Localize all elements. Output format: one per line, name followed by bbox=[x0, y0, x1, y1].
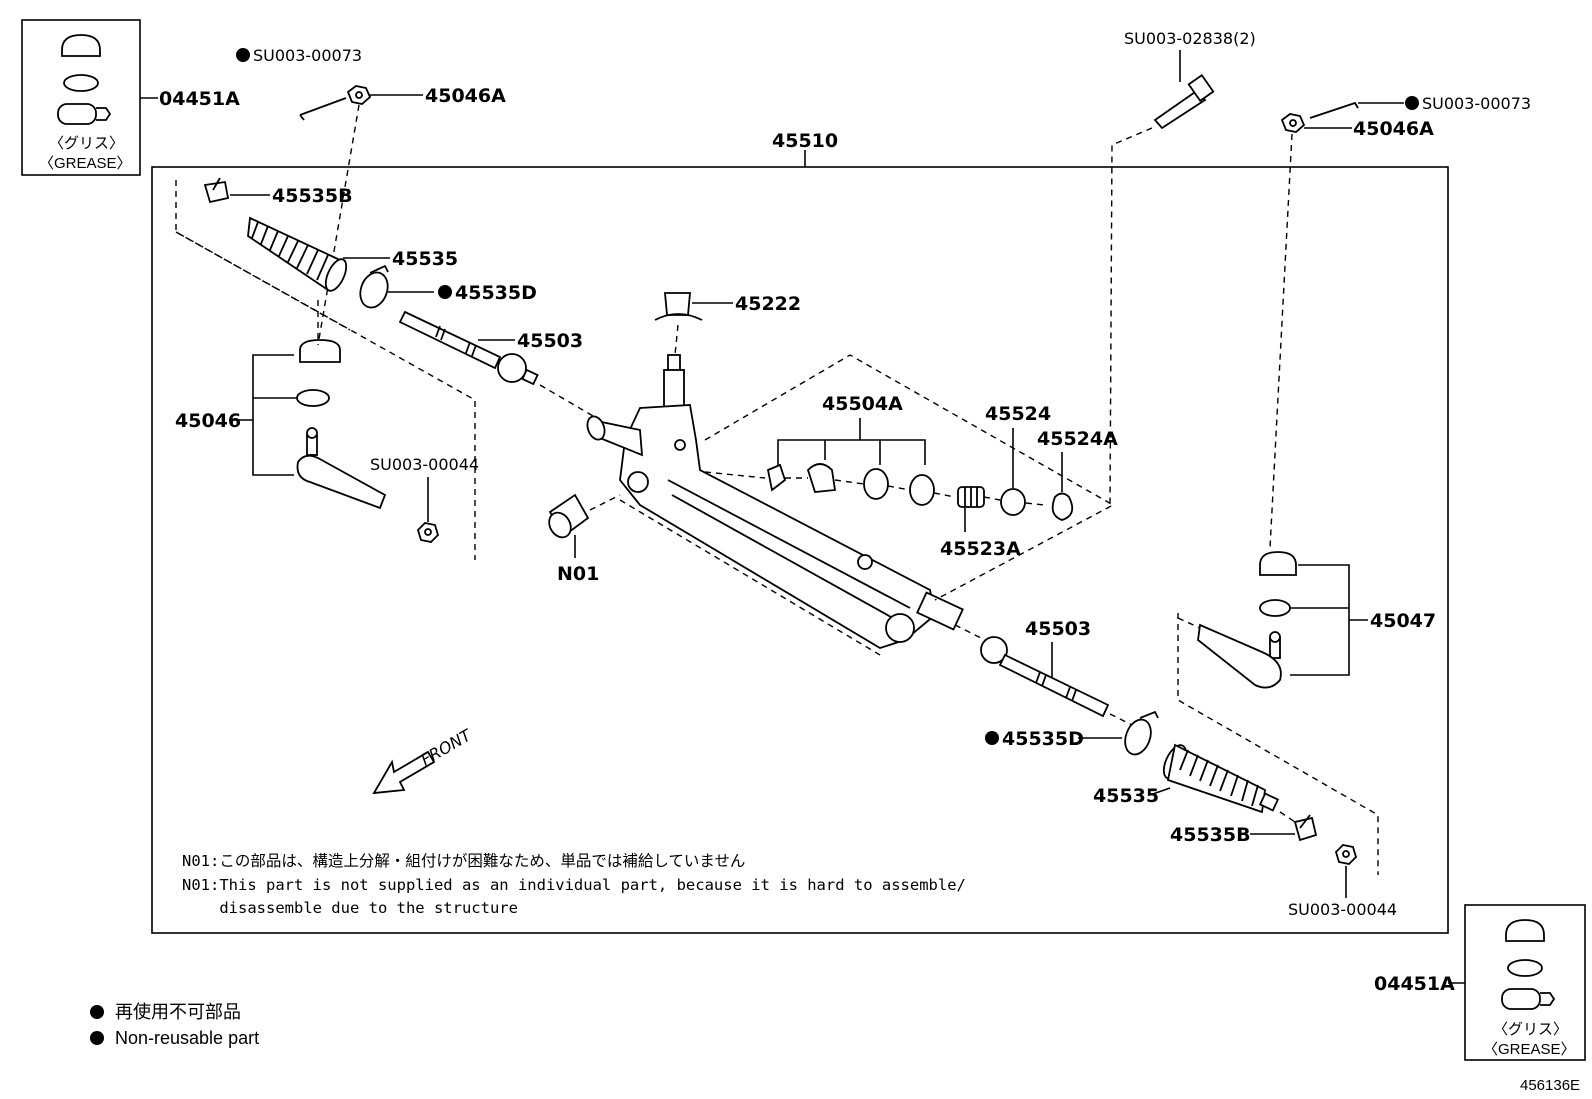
svg-text:SU003-00044: SU003-00044 bbox=[1288, 900, 1397, 919]
nut-top-right: 45046A bbox=[1280, 113, 1434, 140]
bushing-kit: 45504A bbox=[766, 393, 935, 506]
bolt-top: SU003-02838(2) bbox=[1124, 29, 1256, 130]
svg-text:45535: 45535 bbox=[1093, 785, 1159, 807]
svg-text:45535: 45535 bbox=[392, 248, 458, 270]
label-main-assembly: 45510 bbox=[772, 130, 838, 152]
svg-text:45503: 45503 bbox=[1025, 618, 1091, 640]
svg-text:Non-reusable part: Non-reusable part bbox=[115, 1028, 259, 1048]
svg-text:SU003-02838(2): SU003-02838(2) bbox=[1124, 29, 1256, 48]
svg-text:N01:この部品は、構造上分解・組付けが困難なため、単品では: N01:この部品は、構造上分解・組付けが困難なため、単品では補給していません bbox=[182, 852, 745, 870]
svg-text:SU003-00073: SU003-00073 bbox=[1422, 94, 1531, 113]
svg-text:04451A: 04451A bbox=[1374, 973, 1455, 995]
svg-text:再使用不可部品: 再使用不可部品 bbox=[115, 1002, 241, 1022]
steering-gear-housing bbox=[586, 354, 964, 649]
tie-rod-end-left: 45046 bbox=[175, 339, 387, 510]
svg-text:FRONT: FRONT bbox=[418, 725, 476, 769]
legend: 再使用不可部品 Non-reusable part bbox=[90, 1002, 259, 1048]
snap-ring: 45524A bbox=[1037, 428, 1118, 521]
svg-text:45524: 45524 bbox=[985, 403, 1051, 425]
tie-rod-end-right: 45047 bbox=[1197, 551, 1436, 689]
svg-text:45524A: 45524A bbox=[1037, 428, 1118, 450]
notes: N01:この部品は、構造上分解・組付けが困難なため、単品では補給していません N… bbox=[182, 852, 966, 917]
svg-text:45046: 45046 bbox=[175, 410, 241, 432]
svg-text:45046A: 45046A bbox=[425, 85, 506, 107]
svg-text:45503: 45503 bbox=[517, 330, 583, 352]
bush-n01: N01 bbox=[548, 493, 599, 585]
svg-text:45046A: 45046A bbox=[1353, 118, 1434, 140]
svg-text:45535B: 45535B bbox=[272, 185, 353, 207]
svg-text:45535B: 45535B bbox=[1170, 824, 1251, 846]
svg-text:45222: 45222 bbox=[735, 293, 801, 315]
tie-rod-right: 45503 bbox=[980, 618, 1110, 718]
clip-top-right: SU003-00073 bbox=[1309, 94, 1531, 119]
svg-text:45535D: 45535D bbox=[1002, 728, 1084, 750]
assembly-frame bbox=[151, 166, 1449, 934]
clip-top-left: SU003-00073 bbox=[236, 46, 362, 121]
svg-text:〈グリス〉: 〈グリス〉 bbox=[49, 135, 124, 152]
svg-text:45504A: 45504A bbox=[822, 393, 903, 415]
boot-clip-right: 45535B bbox=[1170, 814, 1318, 846]
svg-text:N01: N01 bbox=[557, 563, 599, 585]
clamp-left: 45535D bbox=[359, 264, 537, 309]
svg-text:SU003-00073: SU003-00073 bbox=[253, 46, 362, 65]
svg-text:45523A: 45523A bbox=[940, 538, 1021, 560]
svg-text:〈GREASE〉: 〈GREASE〉 bbox=[1483, 1041, 1576, 1058]
nut-left-end: SU003-00044 bbox=[370, 455, 479, 543]
nut-right-end: SU003-00044 bbox=[1288, 844, 1397, 919]
clamp-right: 45535D bbox=[985, 710, 1159, 756]
spring: 45524 bbox=[985, 403, 1051, 516]
svg-text:〈グリス〉: 〈グリス〉 bbox=[1493, 1021, 1568, 1038]
figure-id: 456136E bbox=[1520, 1077, 1580, 1094]
nut-top-left: 45046A bbox=[346, 85, 506, 107]
grease-kit-right: 〈グリス〉 〈GREASE〉 04451A bbox=[1374, 904, 1586, 1061]
svg-text:45535D: 45535D bbox=[455, 282, 537, 304]
plug: 45523A bbox=[940, 486, 1021, 560]
tie-rod-left: 45503 bbox=[398, 310, 583, 386]
boot-left: 45535 bbox=[247, 216, 458, 292]
grease-kit-left: 〈グリス〉 〈GREASE〉 04451A bbox=[21, 19, 240, 176]
boot-clip-left: 45535B bbox=[203, 177, 353, 207]
svg-text:disassemble due to the structu: disassemble due to the structure bbox=[182, 899, 518, 917]
breather: 45222 bbox=[654, 292, 801, 321]
svg-text:SU003-00044: SU003-00044 bbox=[370, 455, 479, 474]
boot-right: 45535 bbox=[1093, 743, 1280, 814]
svg-text:N01:This part is not supplied: N01:This part is not supplied as an indi… bbox=[182, 876, 966, 894]
svg-text:45047: 45047 bbox=[1370, 610, 1436, 632]
svg-text:〈GREASE〉: 〈GREASE〉 bbox=[39, 155, 132, 172]
front-arrow: FRONT bbox=[372, 725, 476, 795]
svg-text:04451A: 04451A bbox=[159, 88, 240, 110]
